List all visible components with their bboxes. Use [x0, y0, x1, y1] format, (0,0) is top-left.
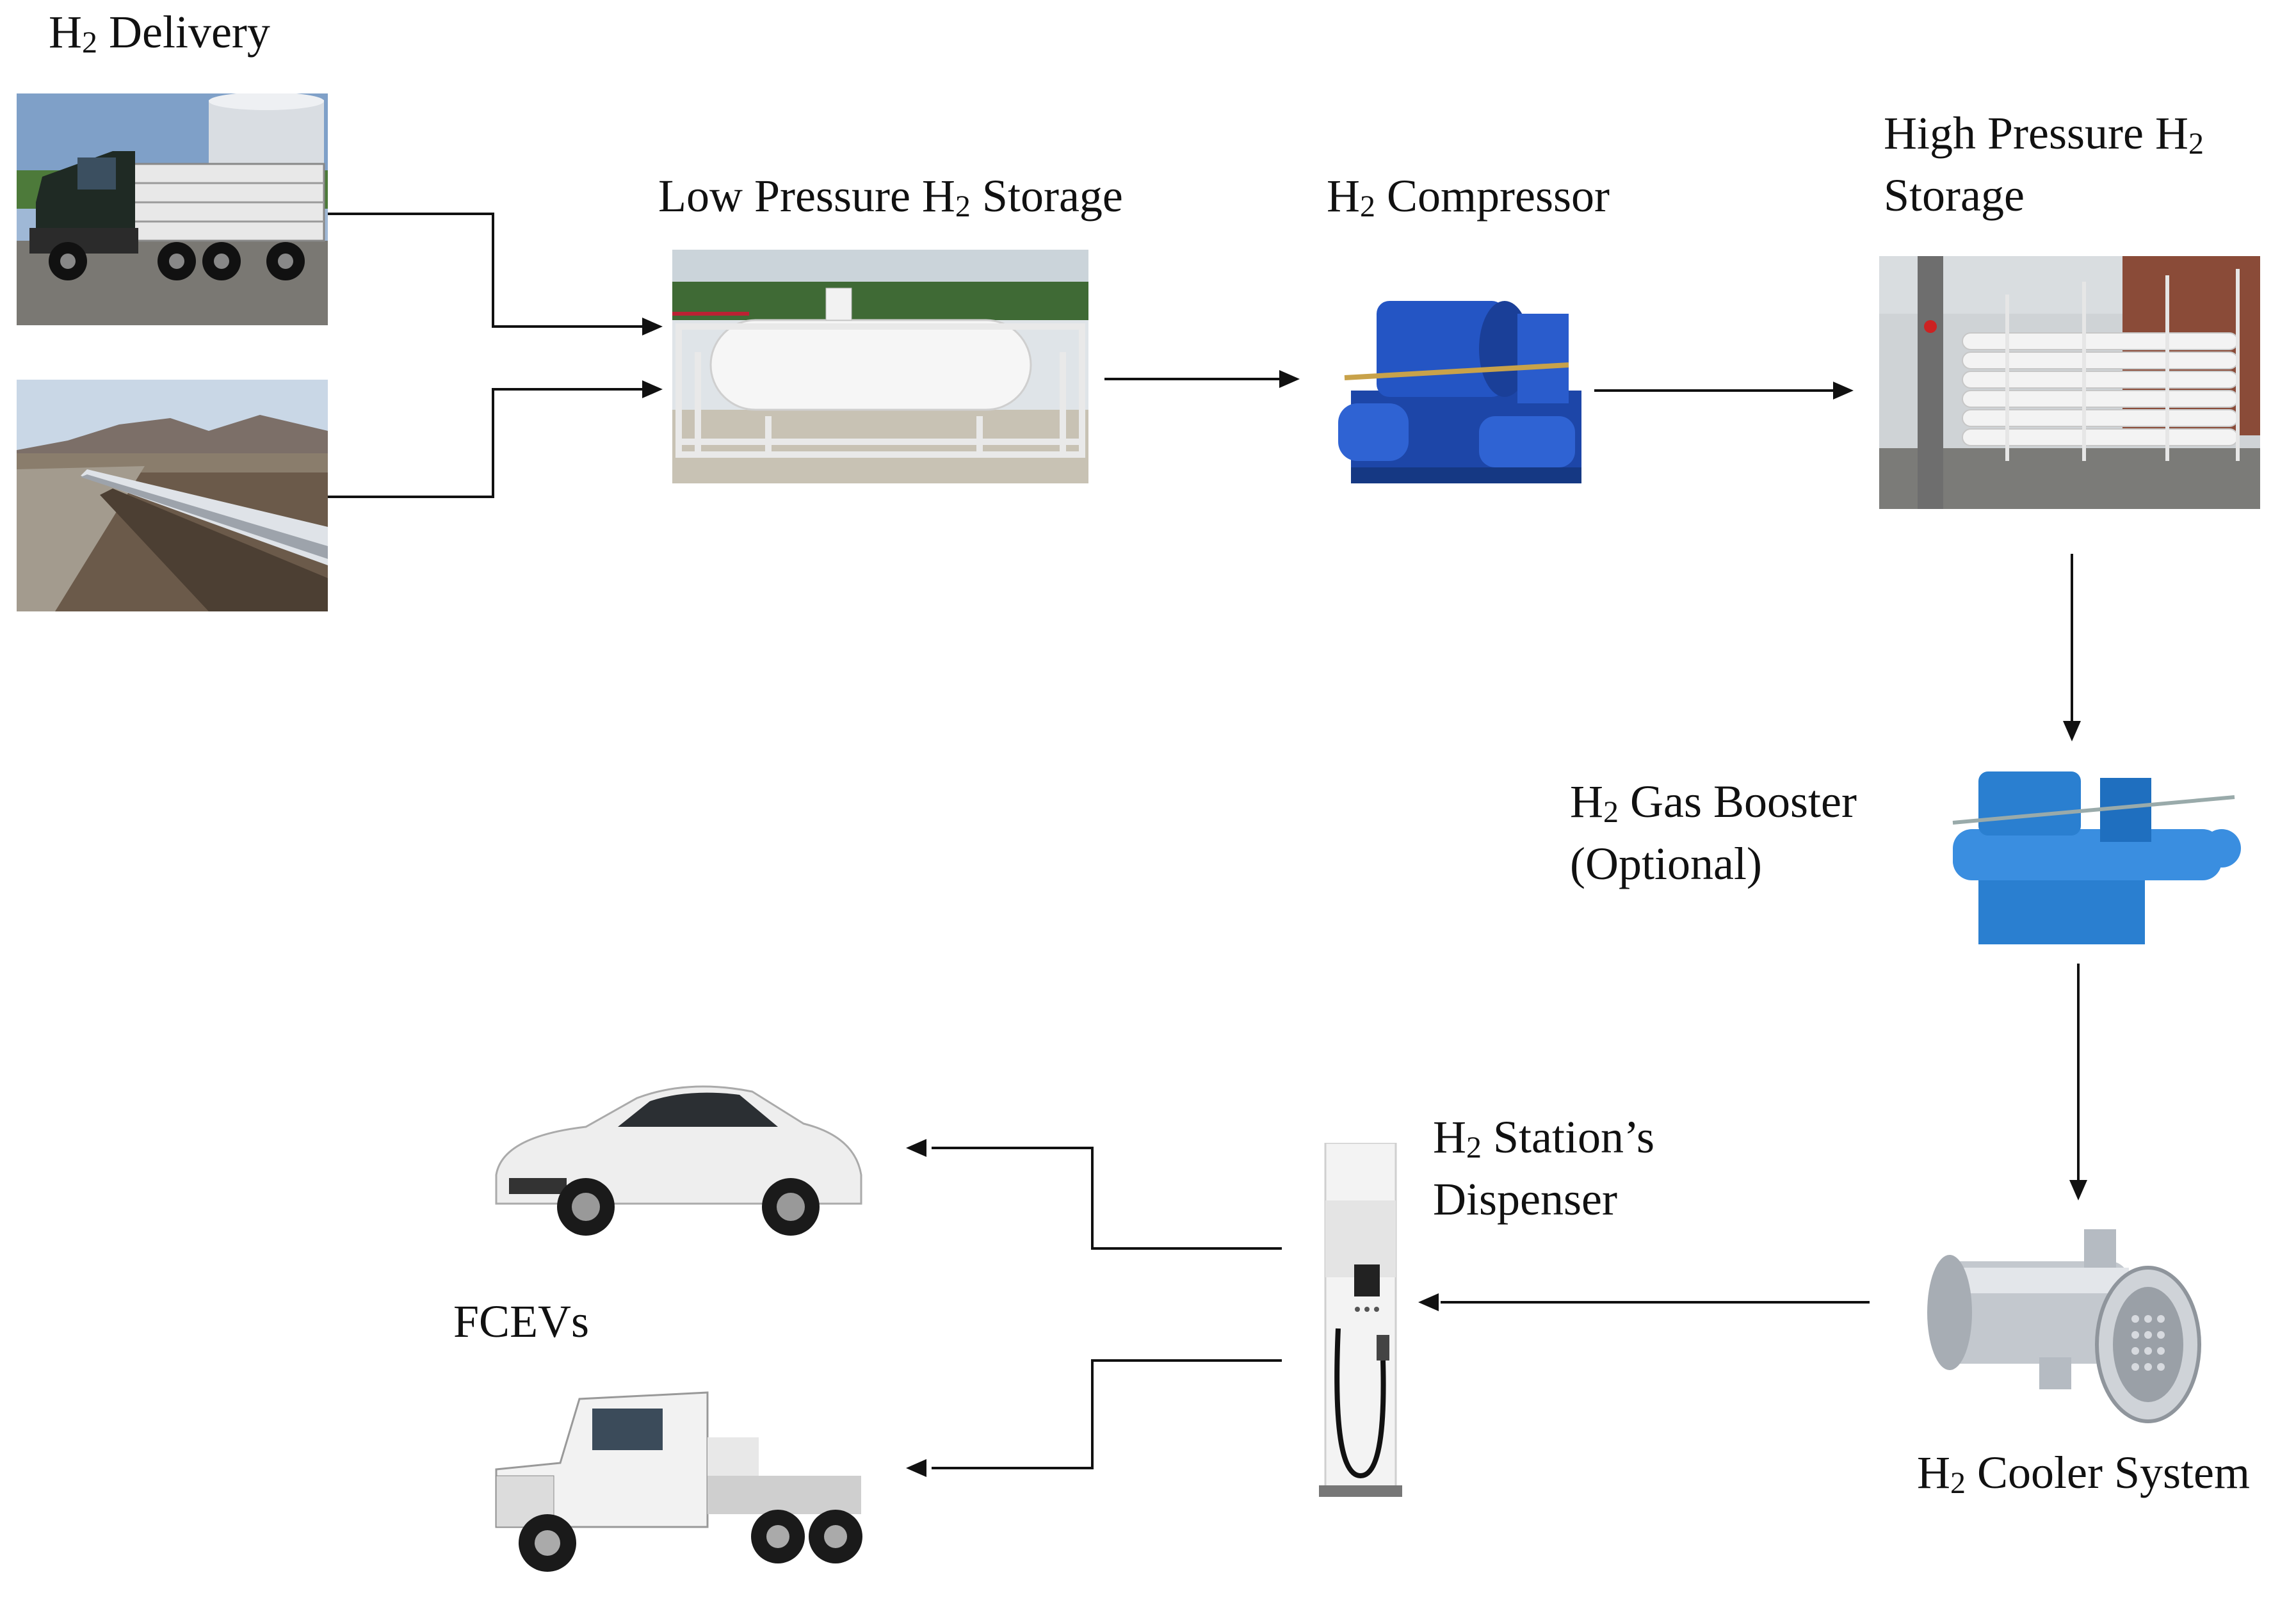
compressor-photo [1325, 275, 1594, 499]
booster-label: H2 Gas Booster (Optional) [1570, 776, 1857, 890]
arrowhead [1418, 1293, 1439, 1311]
high-storage-label: High Pressure H2 Storage [1884, 108, 2204, 222]
delivery-truck-photo [17, 93, 328, 325]
arrowhead [642, 318, 663, 335]
low-pressure-tank-photo [672, 250, 1088, 483]
arrow-dispenser-to-car [932, 1147, 1282, 1250]
fcevs-label: FCEVs [453, 1296, 590, 1347]
arrowhead [1279, 370, 1300, 388]
low-storage-label: Low Pressure H2 Storage [658, 170, 1123, 223]
dispenser-label: H2 Station’s Dispenser [1433, 1111, 1655, 1225]
arrow-pipeline-to-storage [328, 388, 650, 498]
arrowhead [906, 1139, 926, 1157]
cooler-label: H2 Cooler System [1917, 1447, 2250, 1500]
pipeline-photo [17, 380, 328, 611]
high-pressure-cylinders-photo [1879, 256, 2260, 509]
arrowhead [906, 1459, 926, 1477]
dispenser-photo [1313, 1143, 1409, 1501]
delivery-label: H2 Delivery [49, 6, 270, 60]
fcev-car-photo [483, 1066, 868, 1252]
arrowhead [1833, 382, 1854, 400]
arrow-dispenser-to-truck [932, 1359, 1282, 1469]
compressor-label: H2 Compressor [1327, 170, 1610, 223]
cooler-photo [1911, 1223, 2206, 1428]
arrowhead [2063, 721, 2081, 741]
fcev-truck-photo [483, 1373, 868, 1585]
arrowhead [642, 380, 663, 398]
gas-booster-photo [1940, 752, 2247, 957]
arrow-truck-to-storage [328, 213, 650, 328]
arrowhead [2069, 1180, 2087, 1200]
